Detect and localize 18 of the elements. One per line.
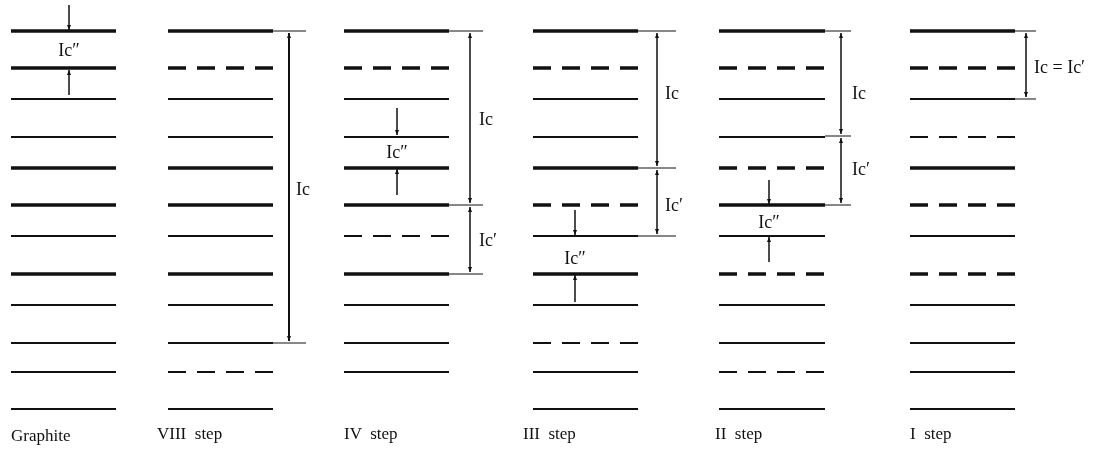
dimension-label: Ic′ bbox=[852, 160, 870, 178]
dimension-label: Ic bbox=[479, 110, 493, 128]
dimension-label: Ic″ bbox=[564, 249, 586, 267]
dimension-label: Ic″ bbox=[386, 143, 408, 161]
dimension-label: Ic bbox=[296, 180, 310, 198]
dimension-label: Ic = Ic′ bbox=[1034, 58, 1086, 76]
dimension-label: Ic bbox=[665, 84, 679, 102]
dimension-label: Ic′ bbox=[665, 196, 683, 214]
dimension-label: Ic bbox=[852, 84, 866, 102]
dimension-label: Ic′ bbox=[479, 231, 497, 249]
stage-caption: I step bbox=[910, 425, 952, 442]
dimension-label: Ic″ bbox=[758, 213, 780, 231]
stage-caption: VIII step bbox=[157, 425, 223, 442]
dimension-label: Ic″ bbox=[58, 41, 80, 59]
stage-caption: II step bbox=[715, 425, 763, 442]
stage-caption: Graphite bbox=[11, 427, 71, 444]
stage-caption: IV step bbox=[344, 425, 398, 442]
stage-caption: III step bbox=[523, 425, 576, 442]
